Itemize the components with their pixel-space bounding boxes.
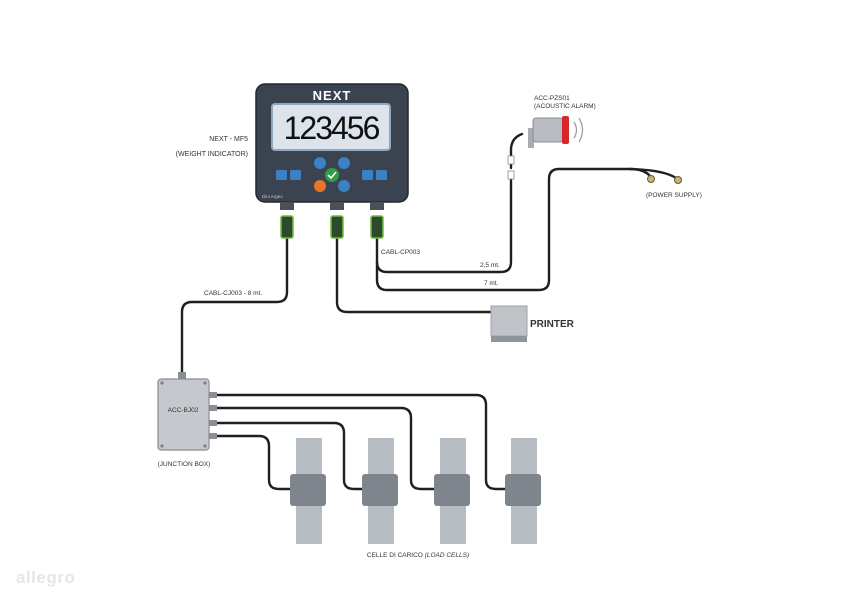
cable-alarm-upper [509,132,524,170]
indicator-description-label: (WEIGHT INDICATOR) [176,151,248,158]
cable-junction-box [180,236,289,380]
junction-box-port [209,433,217,439]
load-cell [362,438,398,544]
indicator-key-down[interactable] [338,180,350,192]
indicator-model-label: NEXT - MF5 [209,136,248,143]
load-cells [290,438,541,544]
weight-indicator: NEXT 123456 Dini Argeo [255,83,409,239]
junction-box-body [157,378,210,451]
cable-power-b [628,167,678,180]
indicator-key-left-1[interactable] [276,170,287,180]
indicator-display [271,103,391,151]
connector [330,215,344,239]
junction-box-port [209,420,217,426]
load-cell [434,438,470,544]
screw [203,444,207,448]
cable-cell-1 [214,393,510,491]
cable-cell-4 [214,434,294,491]
indicator-key-right-1[interactable] [362,170,373,180]
check-icon [327,171,337,180]
cable-gland [330,202,344,210]
indicator-key-left-2[interactable] [290,170,301,180]
load-cell [290,438,326,544]
cable-cell-2 [214,406,438,491]
cable-ferrule [507,155,515,165]
power-supply-label: (POWER SUPPLY) [646,192,702,199]
sound-wave-icon [578,117,584,143]
connector [280,215,294,239]
indicator-brand: NEXT [313,88,352,103]
cable-cp003-label: CABL-CP003 [381,249,420,256]
cable-ferrule [507,170,515,180]
power-terminal [674,176,682,184]
indicator-key-enter[interactable] [325,168,339,182]
cable-gland [280,202,294,210]
printer-label: PRINTER [530,319,575,330]
cable-length-7-label: 7 mt. [484,280,499,287]
alarm-mount [528,128,534,148]
junction-box-port [209,405,217,411]
screw [203,381,207,385]
load-cell [505,438,541,544]
indicator-key-right-2[interactable] [376,170,387,180]
alarm-red-ring [562,116,569,144]
junction-box-port [209,392,217,398]
cable-cell-3 [214,421,366,491]
watermark: allegro [16,568,75,587]
cable-gland [370,202,384,210]
cables [180,132,678,491]
indicator-key-home[interactable] [314,180,326,192]
printer-body [490,305,528,337]
cable-cj003-label: CABL-CJ003 - 8 mt. [204,290,262,297]
acoustic-alarm [528,116,584,148]
sound-wave-icon [573,121,578,139]
cable-length-25-label: 2,5 mt. [480,262,500,269]
junction-box-code-label: ACC-BJ02 [168,407,199,414]
alarm-code-label: ACC-PZS01 [534,95,570,102]
connector [370,215,384,239]
load-cells-label: CELLE DI CARICO (LOAD CELLS) [367,552,469,559]
indicator-display-digits: 123456 [284,110,380,146]
indicator-key-print[interactable] [314,157,326,169]
junction-box [157,372,217,451]
cable-printer [335,236,494,314]
screw [160,444,164,448]
indicator-key-up[interactable] [338,157,350,169]
junction-box-gland [178,372,186,380]
printer [490,305,528,342]
alarm-description-label: (ACOUSTIC ALARM) [534,103,596,110]
alarm-body [532,117,564,143]
junction-box-description-label: (JUNCTION BOX) [158,461,211,468]
indicator-brand-small: Dini Argeo [262,194,283,199]
printer-base [491,336,527,342]
power-terminal [647,175,655,183]
screw [160,381,164,385]
